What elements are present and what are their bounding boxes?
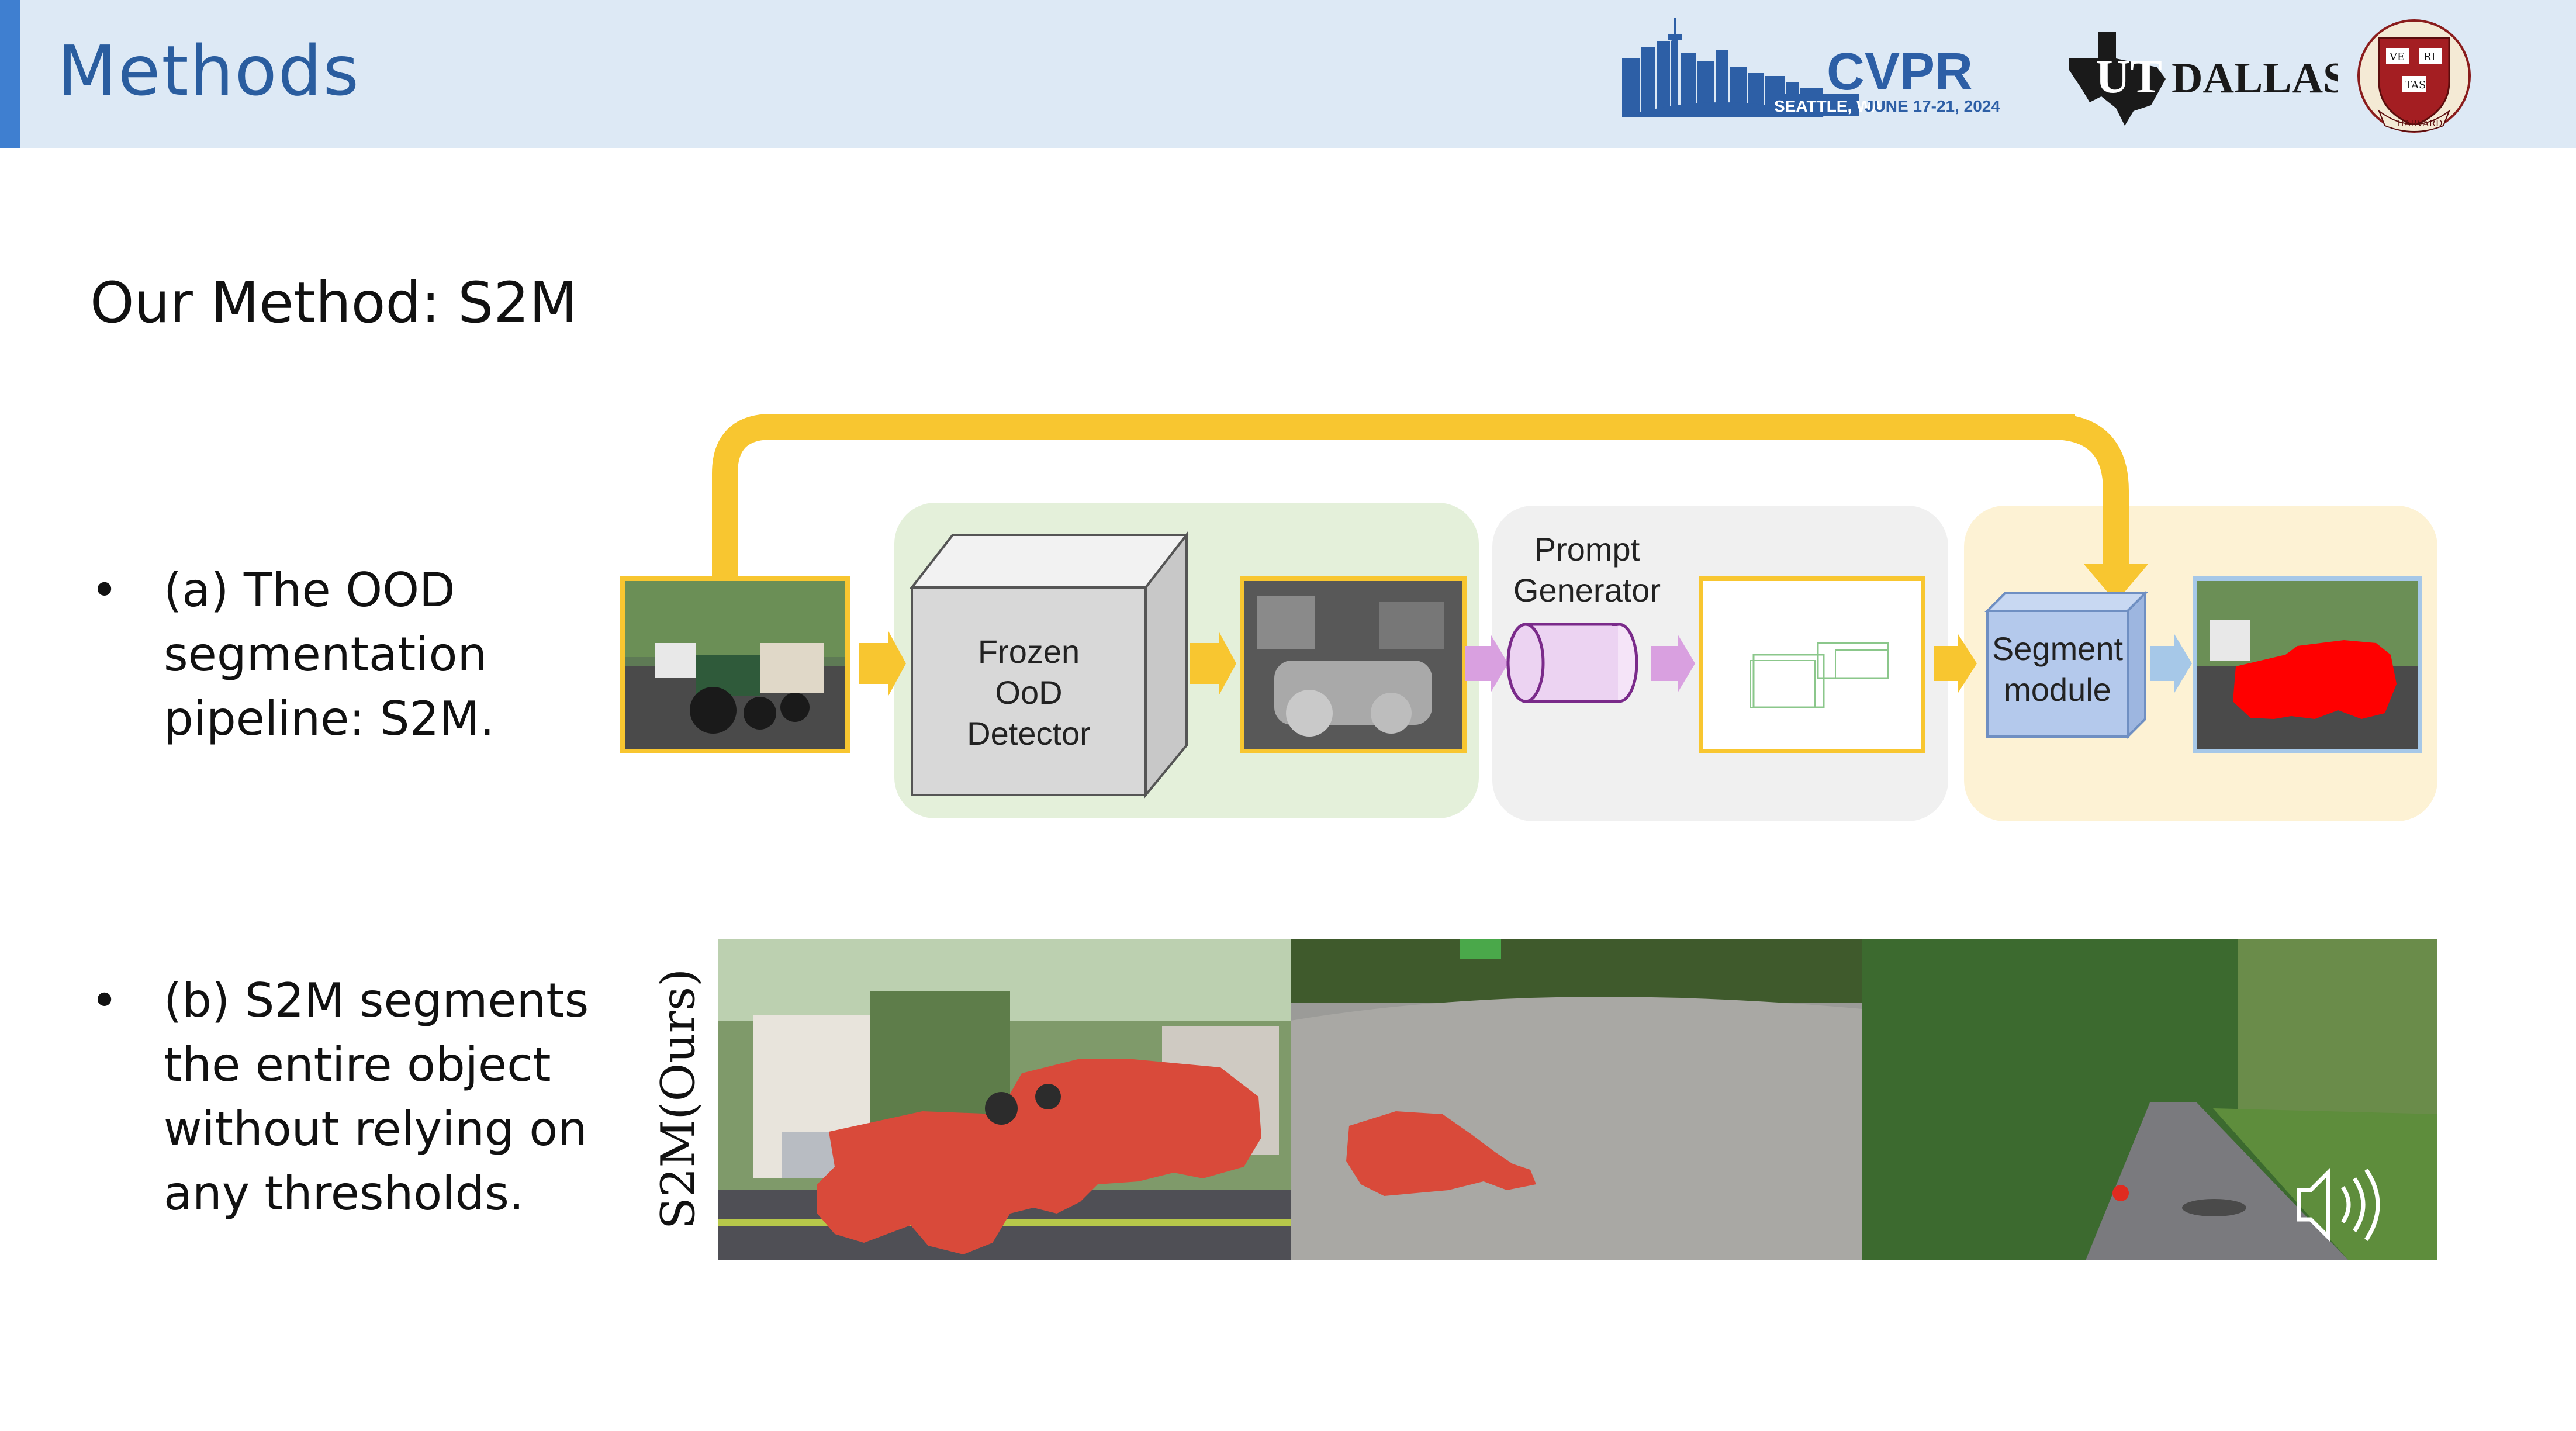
output-image [2193, 576, 2422, 753]
prompt-boxes-image [1699, 576, 1925, 753]
segment-module-cube [1984, 590, 2148, 739]
pipeline-graphics [620, 414, 2422, 799]
bullet-a-line-3: pipeline: S2M. [164, 692, 495, 746]
ut-dallas-logo: UT DALLAS [2069, 32, 2338, 126]
results-strip [718, 939, 2437, 1260]
skip-arrow-head [2084, 564, 2148, 602]
cvpr-logo: SEATTLE, WA CVPR JUNE 17-21, 2024 [1622, 18, 2000, 117]
bullet-b-line-1: (b) S2M segments [164, 973, 589, 1028]
harvard-shield-icon: VE RI TAS HARVARD [2357, 19, 2471, 133]
cvpr-location: SEATTLE, WA [1774, 97, 1883, 115]
bullet-b-line-3: without relying on [164, 1102, 587, 1156]
bullet-marker: • [91, 973, 119, 1028]
segment-module-label: Segment module [1991, 630, 2124, 708]
utd-name: DALLAS [2172, 54, 2338, 102]
bullet-a-line-2: segmentation [164, 627, 487, 682]
utd-prefix: UT [2096, 50, 2162, 103]
texas-map-icon [2069, 32, 2166, 126]
results-row-label: S2M(Ours) [651, 968, 706, 1230]
svg-text:TAS: TAS [2405, 79, 2426, 91]
bullet-b-line-2: the entire object [164, 1038, 551, 1092]
slide-title: Methods [57, 30, 361, 111]
result-image-3 [1862, 939, 2437, 1260]
bullet-marker: • [91, 563, 119, 617]
result-image-2 [1291, 939, 1862, 1260]
pipeline-diagram: Frozen OoD Detector Prompt Generator Seg… [620, 409, 2443, 830]
bullet-b-line-4: any thresholds. [164, 1166, 524, 1221]
header-accent-bar [0, 0, 20, 148]
bullet-a-line-1: (a) The OOD [164, 563, 455, 617]
cvpr-name: CVPR [1827, 43, 1973, 101]
prompt-generator-label: Prompt Generator [1513, 531, 1661, 609]
skip-connection-arrow [712, 414, 2129, 592]
detector-label: Frozen OoD Detector [967, 633, 1091, 752]
prompt-generator-cylinder [1506, 623, 1638, 703]
frozen-detector-cube [909, 531, 1190, 799]
anomaly-map-image [1240, 576, 1467, 753]
cvpr-dates: JUNE 17-21, 2024 [1865, 97, 2000, 115]
slide-header: Methods SEATTLE, WA CVPR JUNE 17-21, 202… [0, 0, 2576, 148]
svg-text:RI: RI [2423, 51, 2436, 63]
svg-text:HARVARD: HARVARD [2397, 118, 2443, 129]
speaker-icon [2297, 1167, 2380, 1242]
section-subtitle: Our Method: S2M [90, 270, 578, 336]
result-image-1 [718, 939, 1291, 1260]
svg-text:VE: VE [2389, 51, 2405, 63]
input-image [620, 576, 850, 753]
